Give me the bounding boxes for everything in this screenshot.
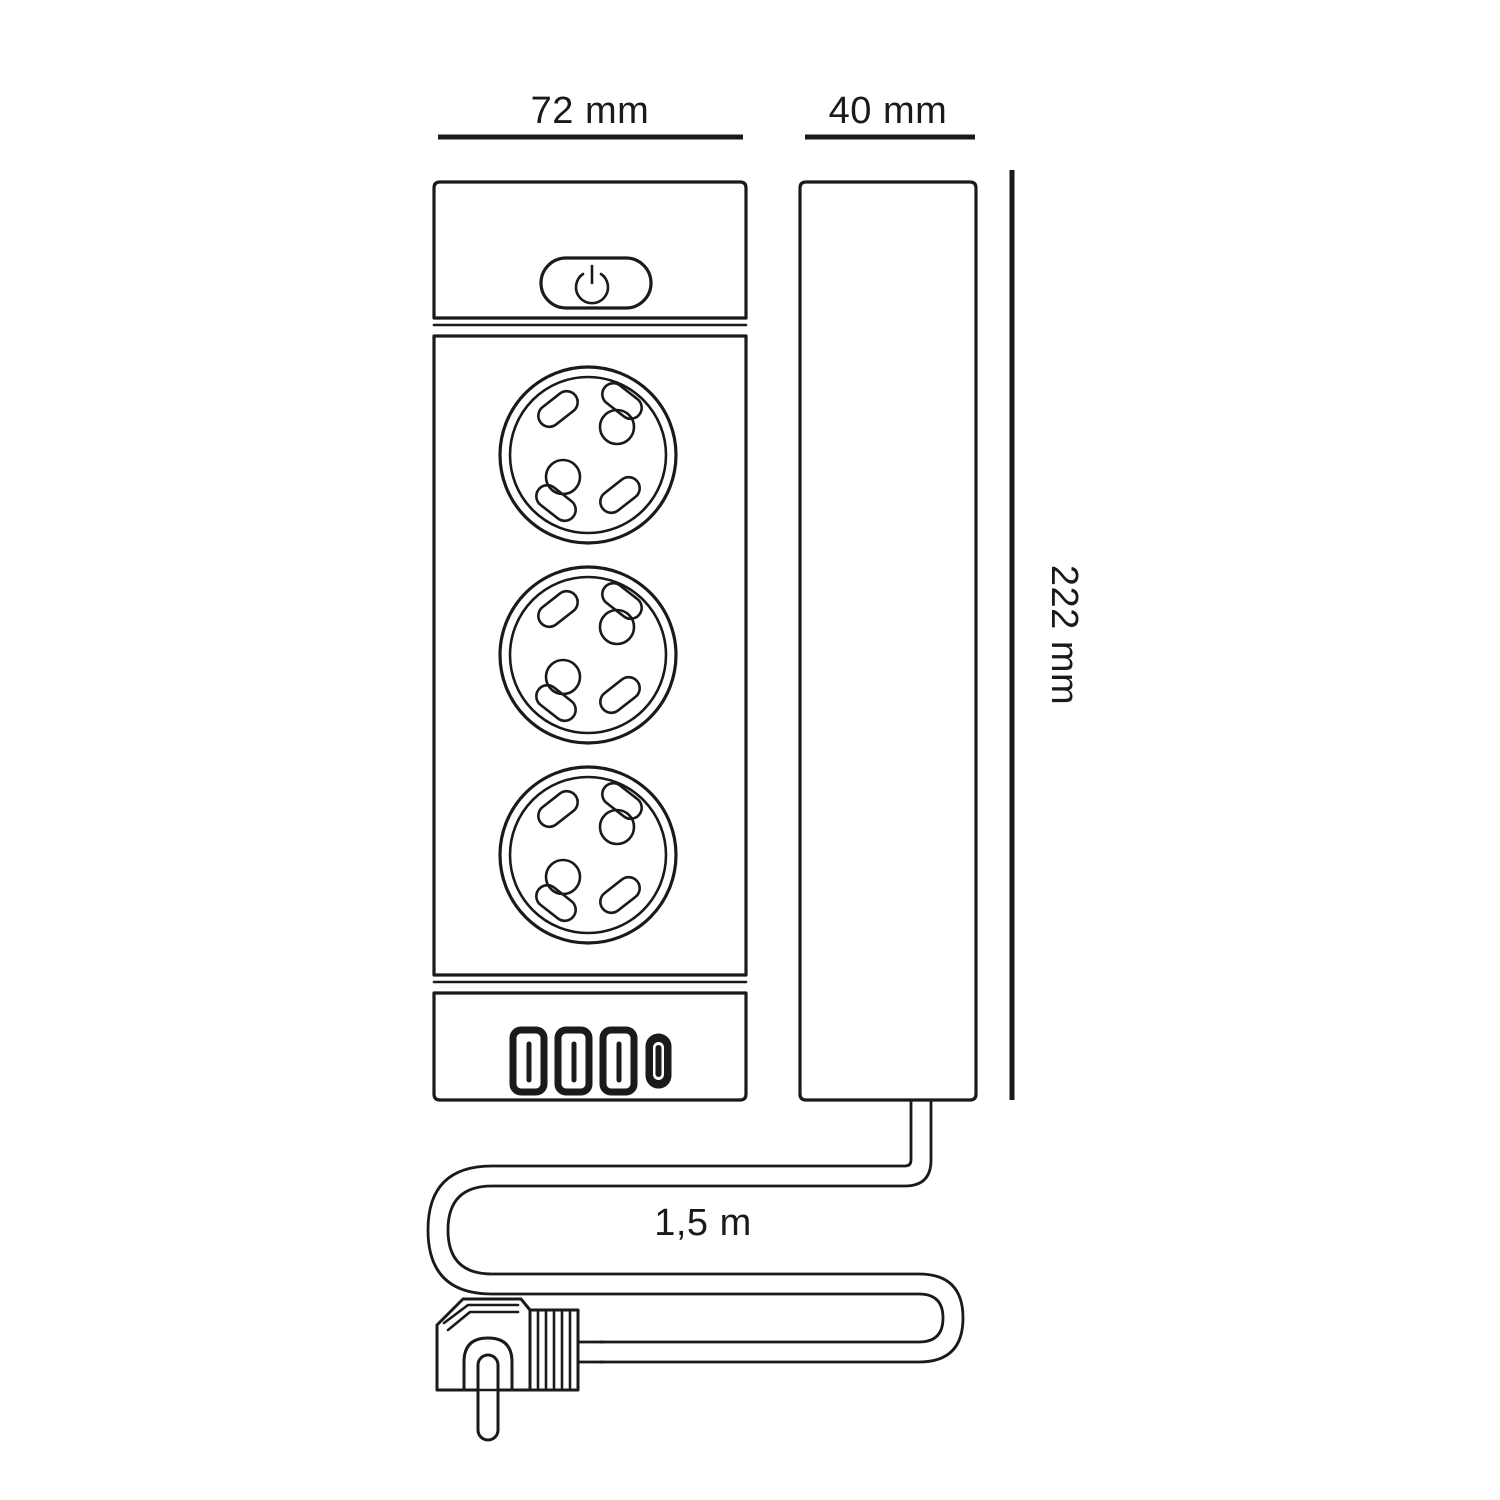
schuko-socket-1[interactable]: [498, 365, 678, 545]
power-cord: 1,5 m: [426, 1098, 965, 1442]
socket-3-outer-ring: [498, 765, 678, 945]
socket-2-pin-hole-b: [544, 658, 582, 696]
front-view-socket-panel: [432, 334, 748, 977]
front-view-bottom-panel: [432, 991, 748, 1102]
usb-a-port-1-shell: [509, 1026, 548, 1096]
dimension-label-width-side: 40 mm: [829, 90, 948, 132]
socket-3-inner-ring: [508, 775, 668, 935]
power-icon-arc: [574, 272, 610, 305]
socket-1-inner-ring: [508, 375, 668, 535]
socket-2-earth-clip-tl: [537, 589, 579, 629]
power-cord-inner-edge: [426, 1098, 945, 1344]
dimension-width-side: 40 mm: [805, 90, 975, 140]
dimension-label-cable-length: 1,5 m: [654, 1202, 752, 1244]
front-view-top-panel: [432, 180, 748, 320]
usb-a-port-3[interactable]: [599, 1026, 638, 1096]
usb-a-port-1[interactable]: [509, 1026, 548, 1096]
dimension-width-front: 72 mm: [438, 90, 743, 140]
socket-3-pin-hole-a: [598, 808, 636, 846]
dimension-label-width-front: 72 mm: [531, 90, 650, 132]
dimension-height-total: 222 mm: [1009, 170, 1085, 1100]
socket-1-outer-ring: [498, 365, 678, 545]
power-button-pill[interactable]: [539, 256, 653, 310]
dimension-label-height-total: 222 mm: [1043, 565, 1085, 705]
power-icon: [574, 264, 610, 305]
socket-1-pin-hole-b: [544, 458, 582, 496]
socket-1-earth-clip-tr: [601, 381, 643, 421]
usb-c-port-1-tongue: [655, 1045, 662, 1077]
socket-3-earth-clip-tl: [537, 789, 579, 829]
side-view: [798, 180, 978, 1102]
power-button[interactable]: [539, 256, 653, 310]
plug-fin-line-2: [446, 1310, 520, 1332]
socket-3-earth-clip-tr: [601, 781, 643, 821]
schuko-socket-3[interactable]: [498, 765, 678, 945]
power-cord-outer-edge: [446, 1098, 965, 1364]
usb-a-port-2-shell: [554, 1026, 593, 1096]
socket-1-earth-clip-br: [599, 475, 641, 515]
socket-2-outer-ring: [498, 565, 678, 745]
socket-1-earth-clip-bl: [535, 483, 577, 523]
socket-2-pin-hole-a: [598, 608, 636, 646]
plug-fin-line-1: [442, 1303, 520, 1325]
usb-port-group: [509, 1026, 672, 1096]
usb-a-port-3-shell: [599, 1026, 638, 1096]
usb-a-port-2[interactable]: [554, 1026, 593, 1096]
plug-earth-pin: [476, 1353, 500, 1442]
socket-3-earth-clip-br: [599, 875, 641, 915]
socket-1-pin-hole-a: [598, 408, 636, 446]
socket-2-inner-ring: [508, 575, 668, 735]
usb-c-port-1[interactable]: [645, 1033, 672, 1089]
schuko-plug: [435, 1297, 606, 1442]
socket-2-earth-clip-tr: [601, 581, 643, 621]
socket-3-earth-clip-bl: [535, 883, 577, 923]
socket-2-earth-clip-br: [599, 675, 641, 715]
side-view-body-outline: [798, 180, 978, 1102]
socket-2-earth-clip-bl: [535, 683, 577, 723]
schuko-socket-2[interactable]: [498, 565, 678, 745]
socket-3-pin-hole-b: [544, 858, 582, 896]
socket-1-earth-clip-tl: [537, 389, 579, 429]
front-view: [432, 180, 748, 1102]
